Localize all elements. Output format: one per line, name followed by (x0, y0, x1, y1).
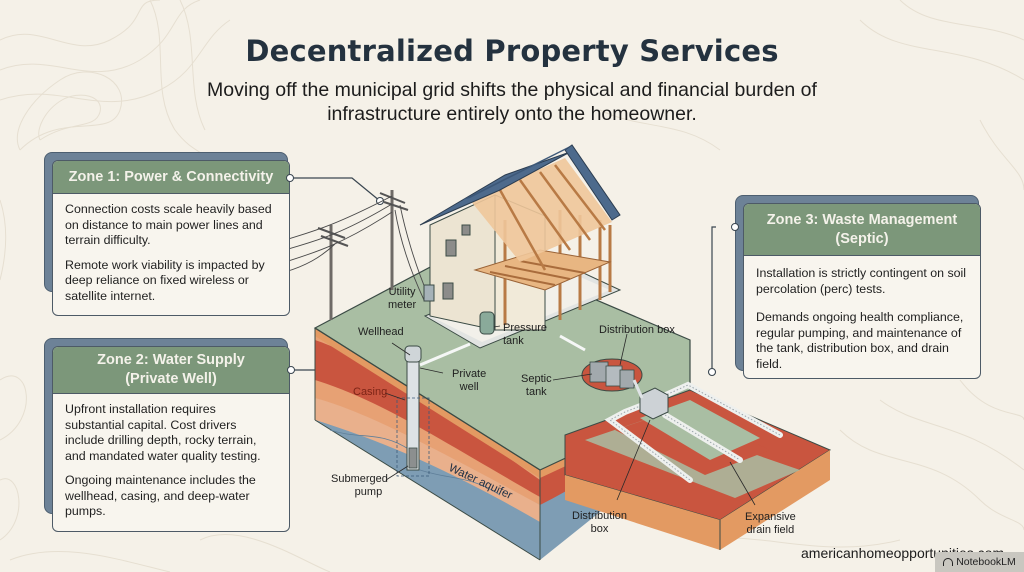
label-wellhead: Wellhead (358, 326, 404, 338)
zone-2-paragraph-2: Ongoing maintenance includes the wellhea… (65, 473, 256, 518)
label-pressure-tank-line-2: tank (503, 334, 524, 347)
zone-3-title-line-1: Zone 3: Waste Management (766, 211, 958, 228)
label-distribution-box-bottom: Distribution box (572, 510, 627, 535)
zone-2-title-line-2: (Private Well) (125, 371, 217, 387)
label-submerged-pump-line-2: pump (354, 485, 383, 498)
notebooklm-badge-label: NotebookLM (956, 556, 1016, 568)
label-utility-meter-line-2: meter (388, 298, 417, 311)
label-expansive-drain-field: Expansive drain field (745, 511, 796, 536)
drain-field-block (564, 381, 832, 550)
septic-tank (581, 358, 644, 399)
label-distribution-box-bottom-line-2: box (590, 522, 609, 535)
label-private-well-line-2: well (459, 380, 479, 393)
label-private-well-line-1: Private (452, 368, 487, 380)
zone-2-card: Zone 2: Water Supply (Private Well) Upfr… (44, 338, 290, 532)
label-submerged-pump: Submerged pump (331, 473, 388, 498)
zone-3-paragraph-1: Installation is strictly contingent on s… (756, 266, 967, 296)
zone-3-card: Zone 3: Waste Management (Septic) Instal… (735, 195, 981, 379)
page-title: Decentralized Property Services (245, 34, 779, 68)
private-well (396, 345, 430, 477)
zone-2-connector (287, 366, 295, 374)
label-pressure-tank: Pressure tank (503, 322, 547, 347)
label-drain-field-line-1: Expansive (745, 511, 796, 523)
notebooklm-logo-icon (943, 558, 954, 566)
zone-1-card: Zone 1: Power & Connectivity Connection … (44, 152, 290, 316)
label-utility-meter-line-1: Utility (388, 286, 416, 298)
zone-1-paragraph-1: Connection costs scale heavily based on … (65, 202, 272, 247)
zone-1-title: Zone 1: Power & Connectivity (53, 161, 289, 194)
label-utility-meter: Utility meter (388, 286, 416, 311)
label-private-well: Private well (452, 368, 486, 393)
zone-3-connector (731, 223, 739, 231)
zone-2-title: Zone 2: Water Supply (Private Well) (53, 347, 289, 394)
label-drain-field-line-2: drain field (746, 523, 795, 536)
notebooklm-badge: NotebookLM (935, 552, 1024, 572)
zone-2-paragraph-1: Upfront installation requires substantia… (65, 402, 261, 463)
label-distribution-box-top: Distribution box (599, 324, 675, 336)
zone-3-title: Zone 3: Waste Management (Septic) (744, 204, 980, 256)
zone-1-paragraph-2: Remote work viability is impacted by dee… (65, 257, 265, 303)
power-poles (329, 190, 394, 320)
label-submerged-pump-line-1: Submerged (331, 473, 388, 485)
zone-2-title-line-1: Zone 2: Water Supply (97, 352, 245, 368)
label-casing: Casing (353, 386, 388, 398)
zone-3-title-line-2: (Septic) (835, 230, 889, 247)
label-pressure-tank-line-1: Pressure (503, 322, 548, 334)
zone-3-paragraph-2: Demands ongoing health compliance, regul… (756, 310, 964, 371)
page-subtitle: Moving off the municipal grid shifts the… (207, 79, 817, 125)
label-septic-tank-line-2: tank (525, 385, 547, 398)
label-septic-tank: Septic tank (521, 373, 552, 398)
label-septic-tank-line-1: Septic (521, 373, 552, 385)
house (419, 144, 622, 349)
label-distribution-box-bottom-line-1: Distribution (572, 510, 628, 522)
zone-1-connector (286, 174, 294, 182)
